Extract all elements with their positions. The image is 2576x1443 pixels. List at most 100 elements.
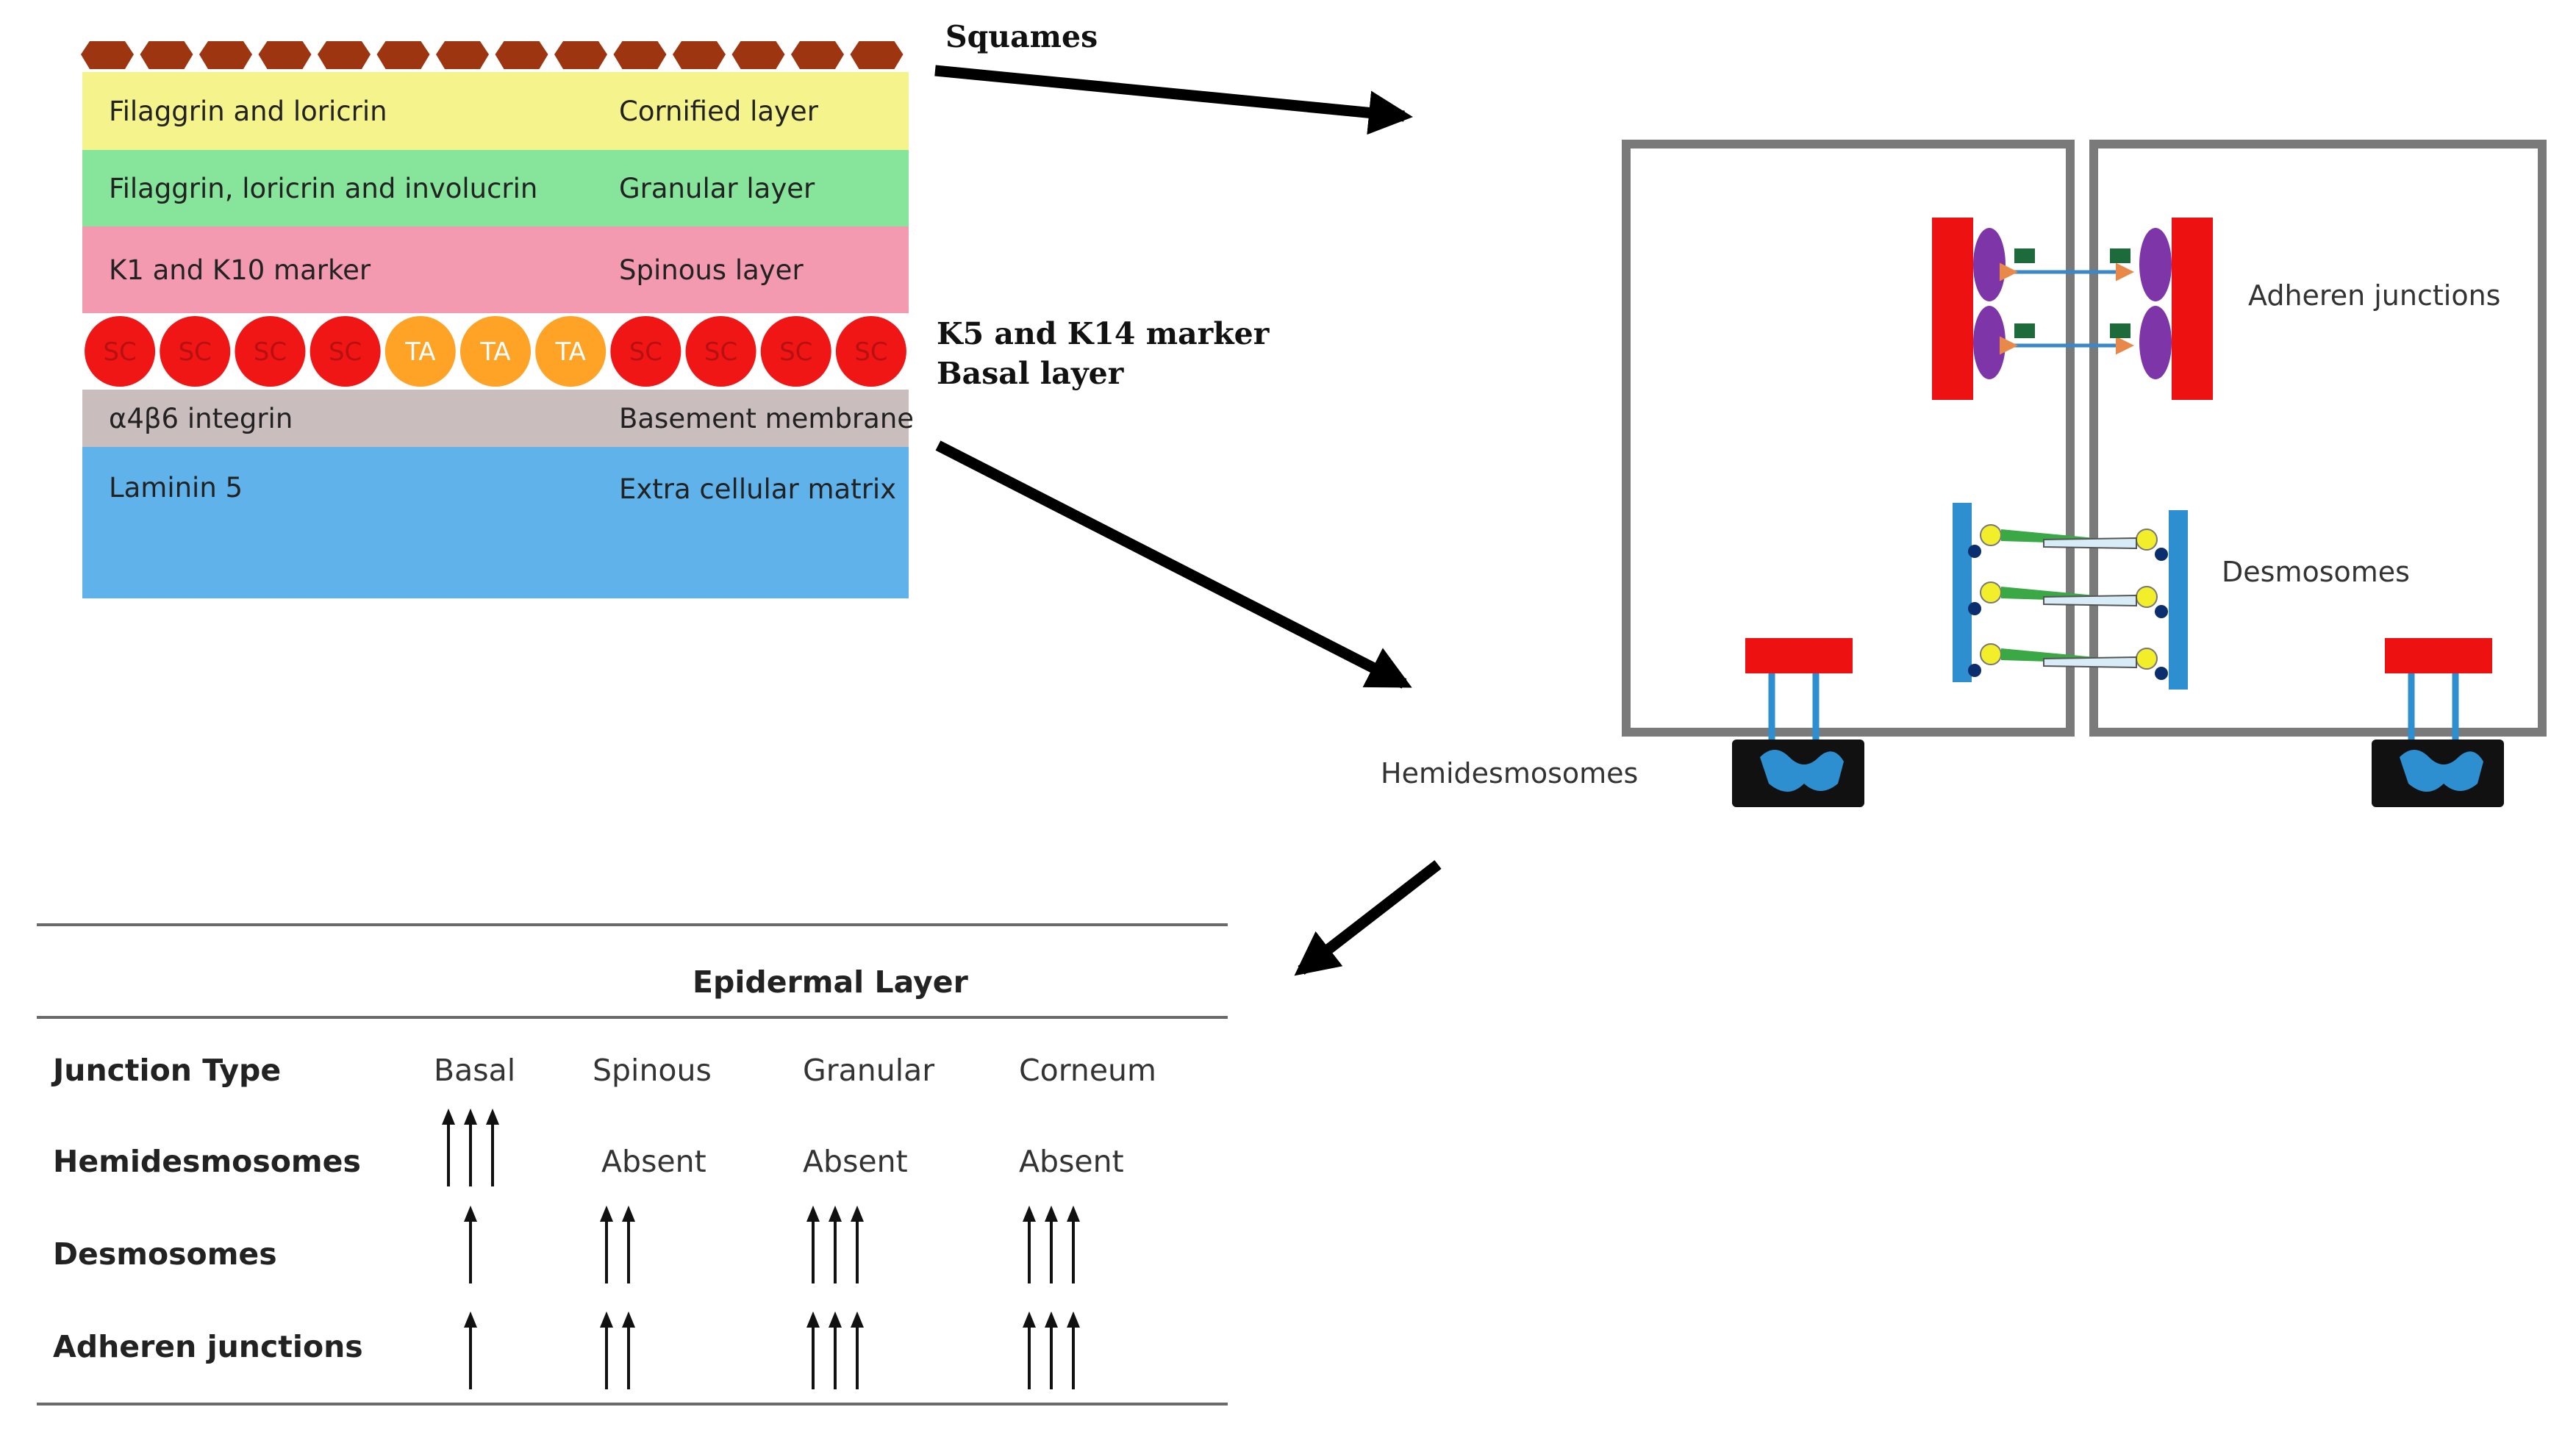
basal-cell-label: SC (254, 337, 287, 367)
stem-cell (610, 316, 681, 387)
right-desmosome-plaque (2169, 510, 2188, 690)
table-title: Epidermal Layer (693, 964, 968, 1000)
squame-cell (495, 41, 548, 69)
basal-layer-label: Basal layer (937, 356, 1124, 391)
basal-cell-label: TA (404, 337, 435, 367)
up-arrow-icon (1067, 1311, 1080, 1389)
up-arrow-icon (600, 1206, 613, 1283)
squame-cell (140, 41, 193, 69)
adherens-junction (1932, 218, 2213, 400)
row-desmosomes: Desmosomes (53, 1236, 277, 1272)
basal-cell-label: SC (179, 337, 212, 367)
stem-cell (760, 316, 831, 387)
squame-cell (673, 41, 726, 69)
hemidesmosome-right (2372, 638, 2504, 807)
cornified-layer-name: Cornified layer (619, 95, 818, 127)
basement-membrane-markers: α4β6 integrin (109, 402, 293, 434)
granular-layer-markers: Filaggrin, loricrin and involucrin (109, 172, 538, 204)
hemidesmosomes-label: Hemidesmosomes (1381, 757, 1639, 789)
desmosomes-label: Desmosomes (2222, 556, 2410, 588)
squame-cell (613, 41, 667, 69)
row-adherens-junctions: Adheren junctions (53, 1329, 363, 1364)
basal-cell-label: SC (103, 337, 136, 367)
transit-amplifying-cell (535, 316, 607, 387)
up-arrow-icon (1023, 1311, 1036, 1389)
squame-cell (258, 41, 312, 69)
left-cadherin-top (1973, 228, 2006, 301)
squame-cell (731, 41, 785, 69)
desmosome-linker (1968, 643, 2168, 680)
stem-cell (310, 316, 381, 387)
squame-cell (850, 41, 904, 69)
arrow-cells-to-table (1294, 860, 1442, 976)
up-arrow-icon (851, 1206, 864, 1283)
table-bottom-rule (37, 1403, 1228, 1406)
up-arrow-icon (1067, 1206, 1080, 1283)
extracellular-matrix-band: Laminin 5 Extra cellular matrix (82, 447, 909, 598)
extracellular-matrix-name: Extra cellular matrix (619, 473, 897, 505)
squame-cell (199, 41, 252, 69)
up-arrow-icon (442, 1109, 455, 1186)
desmosome-linker (1968, 524, 2168, 561)
up-arrow-icon (1023, 1206, 1036, 1283)
right-cadherin-bottom (2139, 306, 2172, 379)
junction-type-header: Junction Type (53, 1053, 282, 1088)
up-arrow-icon (622, 1311, 635, 1389)
basal-cell-label: SC (779, 337, 812, 367)
right-cadherin-top (2139, 228, 2172, 301)
basement-membrane-band: α4β6 integrin Basement membrane (82, 390, 914, 447)
stem-cell (235, 316, 306, 387)
cell-hemidesmosomes-corneum: Absent (1019, 1144, 1124, 1179)
up-arrow-icon (464, 1109, 477, 1186)
table-top-rule (37, 923, 1228, 926)
up-arrow-icon (1045, 1311, 1058, 1389)
up-arrow-icon (622, 1206, 635, 1283)
left-adherens-plaque (1932, 218, 1973, 400)
spinous-layer-markers: K1 and K10 marker (109, 254, 371, 286)
squame-cell (436, 41, 489, 69)
stem-cell (85, 316, 156, 387)
desmosome-linker (1968, 581, 2168, 618)
squame-cell (376, 41, 430, 69)
cornified-layer-band: Filaggrin and loricrin Cornified layer (82, 72, 909, 150)
basal-cell-label: SC (704, 337, 737, 367)
granular-layer-name: Granular layer (619, 172, 815, 204)
up-arrow-icon (806, 1206, 820, 1283)
table-header-rule (37, 1016, 1228, 1019)
left-cadherin-bottom (1973, 306, 2006, 379)
extracellular-matrix-markers: Laminin 5 (109, 471, 243, 504)
transit-amplifying-cell (460, 316, 531, 387)
basal-cell-label: TA (554, 337, 585, 367)
col-corneum: Corneum (1019, 1053, 1156, 1088)
up-arrow-icon (464, 1206, 477, 1283)
up-arrow-icon (464, 1311, 477, 1389)
squame-cell (791, 41, 844, 69)
up-arrow-icon (600, 1311, 613, 1389)
right-adherens-plaque (2172, 218, 2213, 400)
col-spinous: Spinous (593, 1053, 712, 1088)
squame-cell (81, 41, 134, 69)
stem-cell (160, 316, 231, 387)
transit-amplifying-cell (384, 316, 456, 387)
basal-cell-label: SC (854, 337, 887, 367)
stem-cell (685, 316, 756, 387)
desmosome-group (1953, 503, 2188, 690)
up-arrow-icon (829, 1311, 842, 1389)
spinous-layer-name: Spinous layer (619, 254, 804, 286)
right-cell (2089, 140, 2547, 737)
hemidesmosome-left (1732, 638, 1864, 807)
cell-hemidesmosomes-spinous: Absent (601, 1144, 706, 1179)
basal-marker-label: K5 and K14 marker (937, 316, 1270, 351)
squame-cell (318, 41, 371, 69)
basal-cell-label: SC (329, 337, 362, 367)
granular-layer-band: Filaggrin, loricrin and involucrin Granu… (82, 150, 909, 226)
stem-cell (835, 316, 906, 387)
up-arrow-icon (486, 1109, 499, 1186)
up-arrow-icon (851, 1311, 864, 1389)
up-arrow-icon (806, 1311, 820, 1389)
squames-row (81, 41, 904, 69)
